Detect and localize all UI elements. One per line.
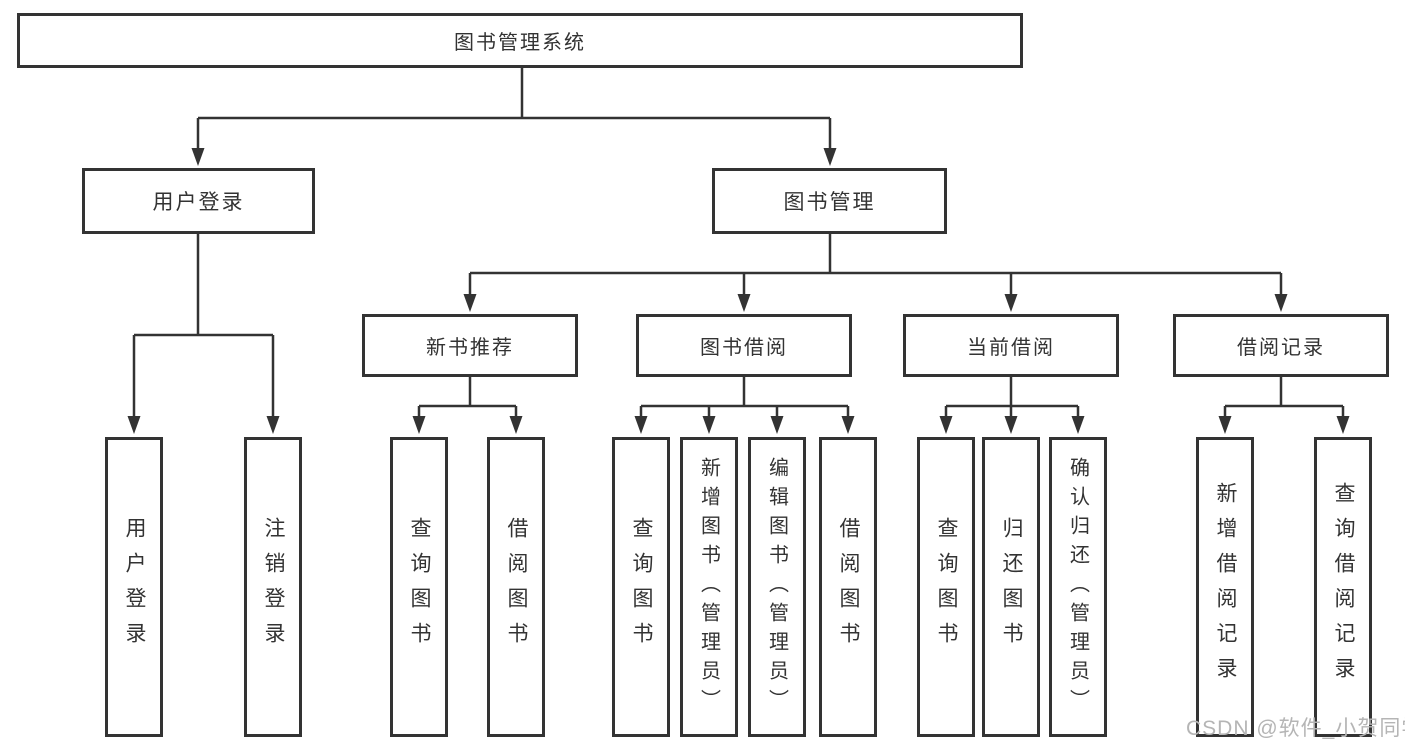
node-new-book-recommendation: 新书推荐 bbox=[362, 314, 578, 377]
leaf-user-login: 用户登录 bbox=[105, 437, 163, 737]
leaf-cb-confirm-return-admin: 确认归还（管理员） bbox=[1049, 437, 1107, 737]
leaf-bb-borrow-books-label: 借阅图书 bbox=[837, 517, 860, 657]
node-book-borrowing: 图书借阅 bbox=[636, 314, 852, 377]
leaf-nbr-query-books-label: 查询图书 bbox=[408, 517, 431, 657]
watermark: CSDN @软件_小贺同学 bbox=[1186, 717, 1405, 740]
leaf-cb-query-books: 查询图书 bbox=[917, 437, 975, 737]
node-user-login: 用户登录 bbox=[82, 168, 315, 234]
leaf-cb-return-books: 归还图书 bbox=[982, 437, 1040, 737]
leaf-bb-query-books: 查询图书 bbox=[612, 437, 670, 737]
leaf-br-add-record-label: 新增借阅记录 bbox=[1214, 482, 1237, 692]
leaf-logout: 注销登录 bbox=[244, 437, 302, 737]
leaf-user-login-label: 用户登录 bbox=[123, 517, 146, 657]
leaf-cb-query-books-label: 查询图书 bbox=[935, 517, 958, 657]
node-root: 图书管理系统 bbox=[17, 13, 1023, 68]
leaf-cb-confirm-return-admin-label: 确认归还（管理员） bbox=[1066, 456, 1089, 718]
leaf-nbr-borrow-books-label: 借阅图书 bbox=[505, 517, 528, 657]
node-book-management: 图书管理 bbox=[712, 168, 947, 234]
leaf-br-add-record: 新增借阅记录 bbox=[1196, 437, 1254, 737]
leaf-bb-edit-book-admin-label: 编辑图书（管理员） bbox=[765, 456, 788, 718]
node-current-borrowing: 当前借阅 bbox=[903, 314, 1119, 377]
leaf-nbr-borrow-books: 借阅图书 bbox=[487, 437, 545, 737]
leaf-bb-edit-book-admin: 编辑图书（管理员） bbox=[748, 437, 806, 737]
leaf-bb-borrow-books: 借阅图书 bbox=[819, 437, 877, 737]
leaf-br-query-record: 查询借阅记录 bbox=[1314, 437, 1372, 737]
leaf-nbr-query-books: 查询图书 bbox=[390, 437, 448, 737]
leaf-bb-query-books-label: 查询图书 bbox=[630, 517, 653, 657]
node-borrowing-records: 借阅记录 bbox=[1173, 314, 1389, 377]
leaf-br-query-record-label: 查询借阅记录 bbox=[1332, 482, 1355, 692]
leaf-cb-return-books-label: 归还图书 bbox=[1000, 517, 1023, 657]
leaf-logout-label: 注销登录 bbox=[262, 517, 285, 657]
leaf-bb-add-book-admin-label: 新增图书（管理员） bbox=[697, 456, 720, 718]
leaf-bb-add-book-admin: 新增图书（管理员） bbox=[680, 437, 738, 737]
